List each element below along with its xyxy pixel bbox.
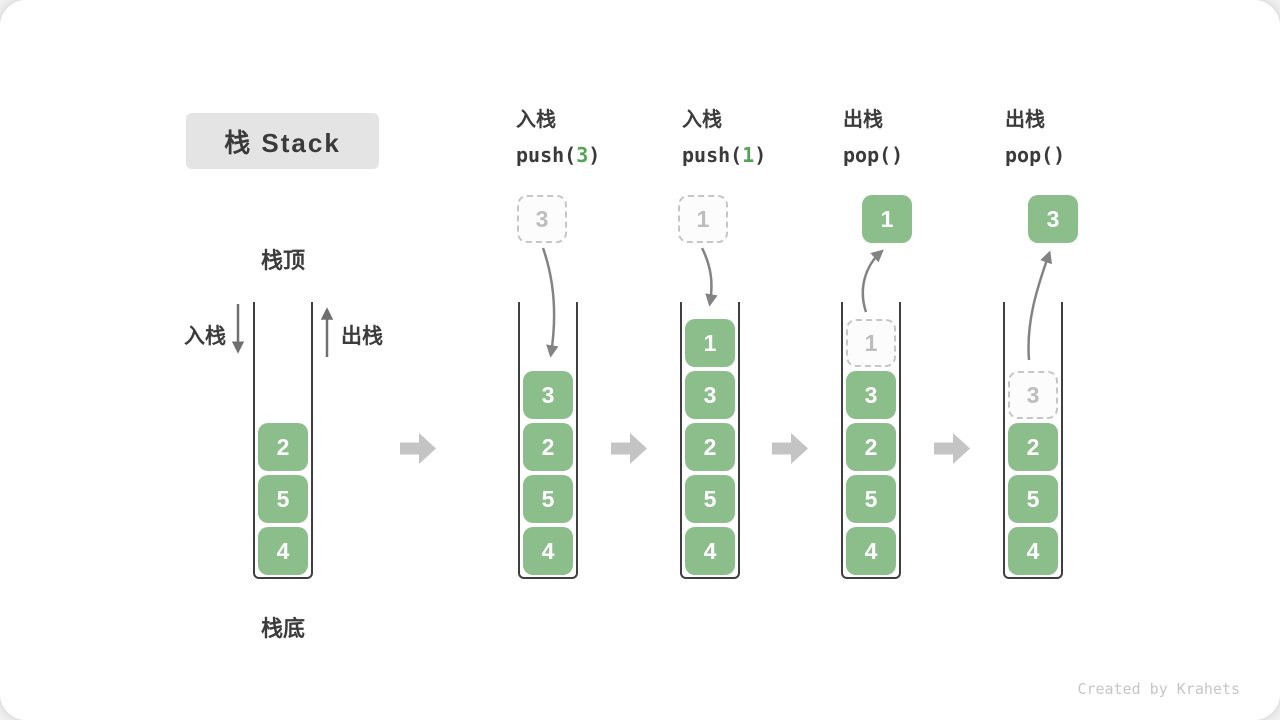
incoming-item-ghost: 1: [678, 195, 728, 243]
pop-side-label: 出栈: [341, 325, 383, 348]
op-label-pop-3: 出栈 pop(): [1005, 106, 1165, 170]
code-close: ): [1053, 143, 1066, 167]
stack-item: 2: [685, 423, 735, 471]
stack-item-ghost: 3: [1008, 371, 1058, 419]
code-arg: 1: [742, 143, 755, 167]
op-code-label: push(1): [682, 140, 842, 170]
stack-top-label: 栈顶: [260, 248, 305, 273]
title-text: 栈 Stack: [224, 127, 341, 158]
op-label-pop-1: 出栈 pop(): [843, 106, 1003, 170]
next-step-arrow-icon: [934, 433, 970, 464]
incoming-item-ghost: 3: [517, 195, 567, 243]
stack-container-1: [253, 302, 313, 579]
push-1-arrow: [700, 247, 718, 307]
popped-item: 1: [862, 195, 912, 243]
push-side-label: 入栈: [184, 325, 226, 348]
code-open: pop(: [1005, 143, 1054, 167]
op-code-label: pop(): [843, 140, 1003, 170]
op-cn-label: 出栈: [843, 109, 883, 131]
stack-item-ghost: 1: [846, 319, 896, 367]
next-step-arrow-icon: [400, 433, 436, 464]
op-label-push-1: 入栈 push(1): [682, 106, 842, 170]
code-arg: 3: [576, 143, 589, 167]
stack-item: 4: [258, 527, 308, 575]
code-open: push(: [516, 143, 577, 167]
popped-item: 3: [1028, 195, 1078, 243]
stack-item: 1: [685, 319, 735, 367]
stack-item: 5: [258, 475, 308, 523]
stack-item: 2: [1008, 423, 1058, 471]
op-code-label: pop(): [1005, 140, 1165, 170]
stack-item: 4: [846, 527, 896, 575]
op-cn-label: 入栈: [516, 109, 556, 131]
stack-item: 4: [1008, 527, 1058, 575]
stack-item: 3: [685, 371, 735, 419]
code-open: push(: [682, 143, 743, 167]
stack-item: 2: [523, 423, 573, 471]
code-open: pop(: [843, 143, 892, 167]
credit-text: Created by Krahets: [1077, 680, 1240, 698]
stack-container-3: [680, 302, 740, 579]
op-label-push-3: 入栈 push(3): [516, 106, 676, 170]
op-code-label: push(3): [516, 140, 676, 170]
title-badge: 栈 Stack: [186, 113, 379, 169]
code-close: ): [588, 143, 601, 167]
stack-item: 4: [685, 527, 735, 575]
op-cn-label: 入栈: [682, 109, 722, 131]
stack-item: 4: [523, 527, 573, 575]
stack-item: 5: [1008, 475, 1058, 523]
code-close: ): [754, 143, 767, 167]
stack-item: 2: [258, 423, 308, 471]
stack-container-5: [1003, 302, 1063, 579]
stack-item: 5: [523, 475, 573, 523]
code-close: ): [891, 143, 904, 167]
stack-item: 2: [846, 423, 896, 471]
stack-item: 5: [846, 475, 896, 523]
next-step-arrow-icon: [611, 433, 647, 464]
next-step-arrow-icon: [772, 433, 808, 464]
stack-item: 3: [846, 371, 896, 419]
stack-item: 5: [685, 475, 735, 523]
stack-container-4: [841, 302, 901, 579]
stack-bottom-label: 栈底: [260, 616, 305, 641]
stack-item: 3: [523, 371, 573, 419]
op-cn-label: 出栈: [1005, 109, 1045, 131]
stack-container-2: [518, 302, 578, 579]
